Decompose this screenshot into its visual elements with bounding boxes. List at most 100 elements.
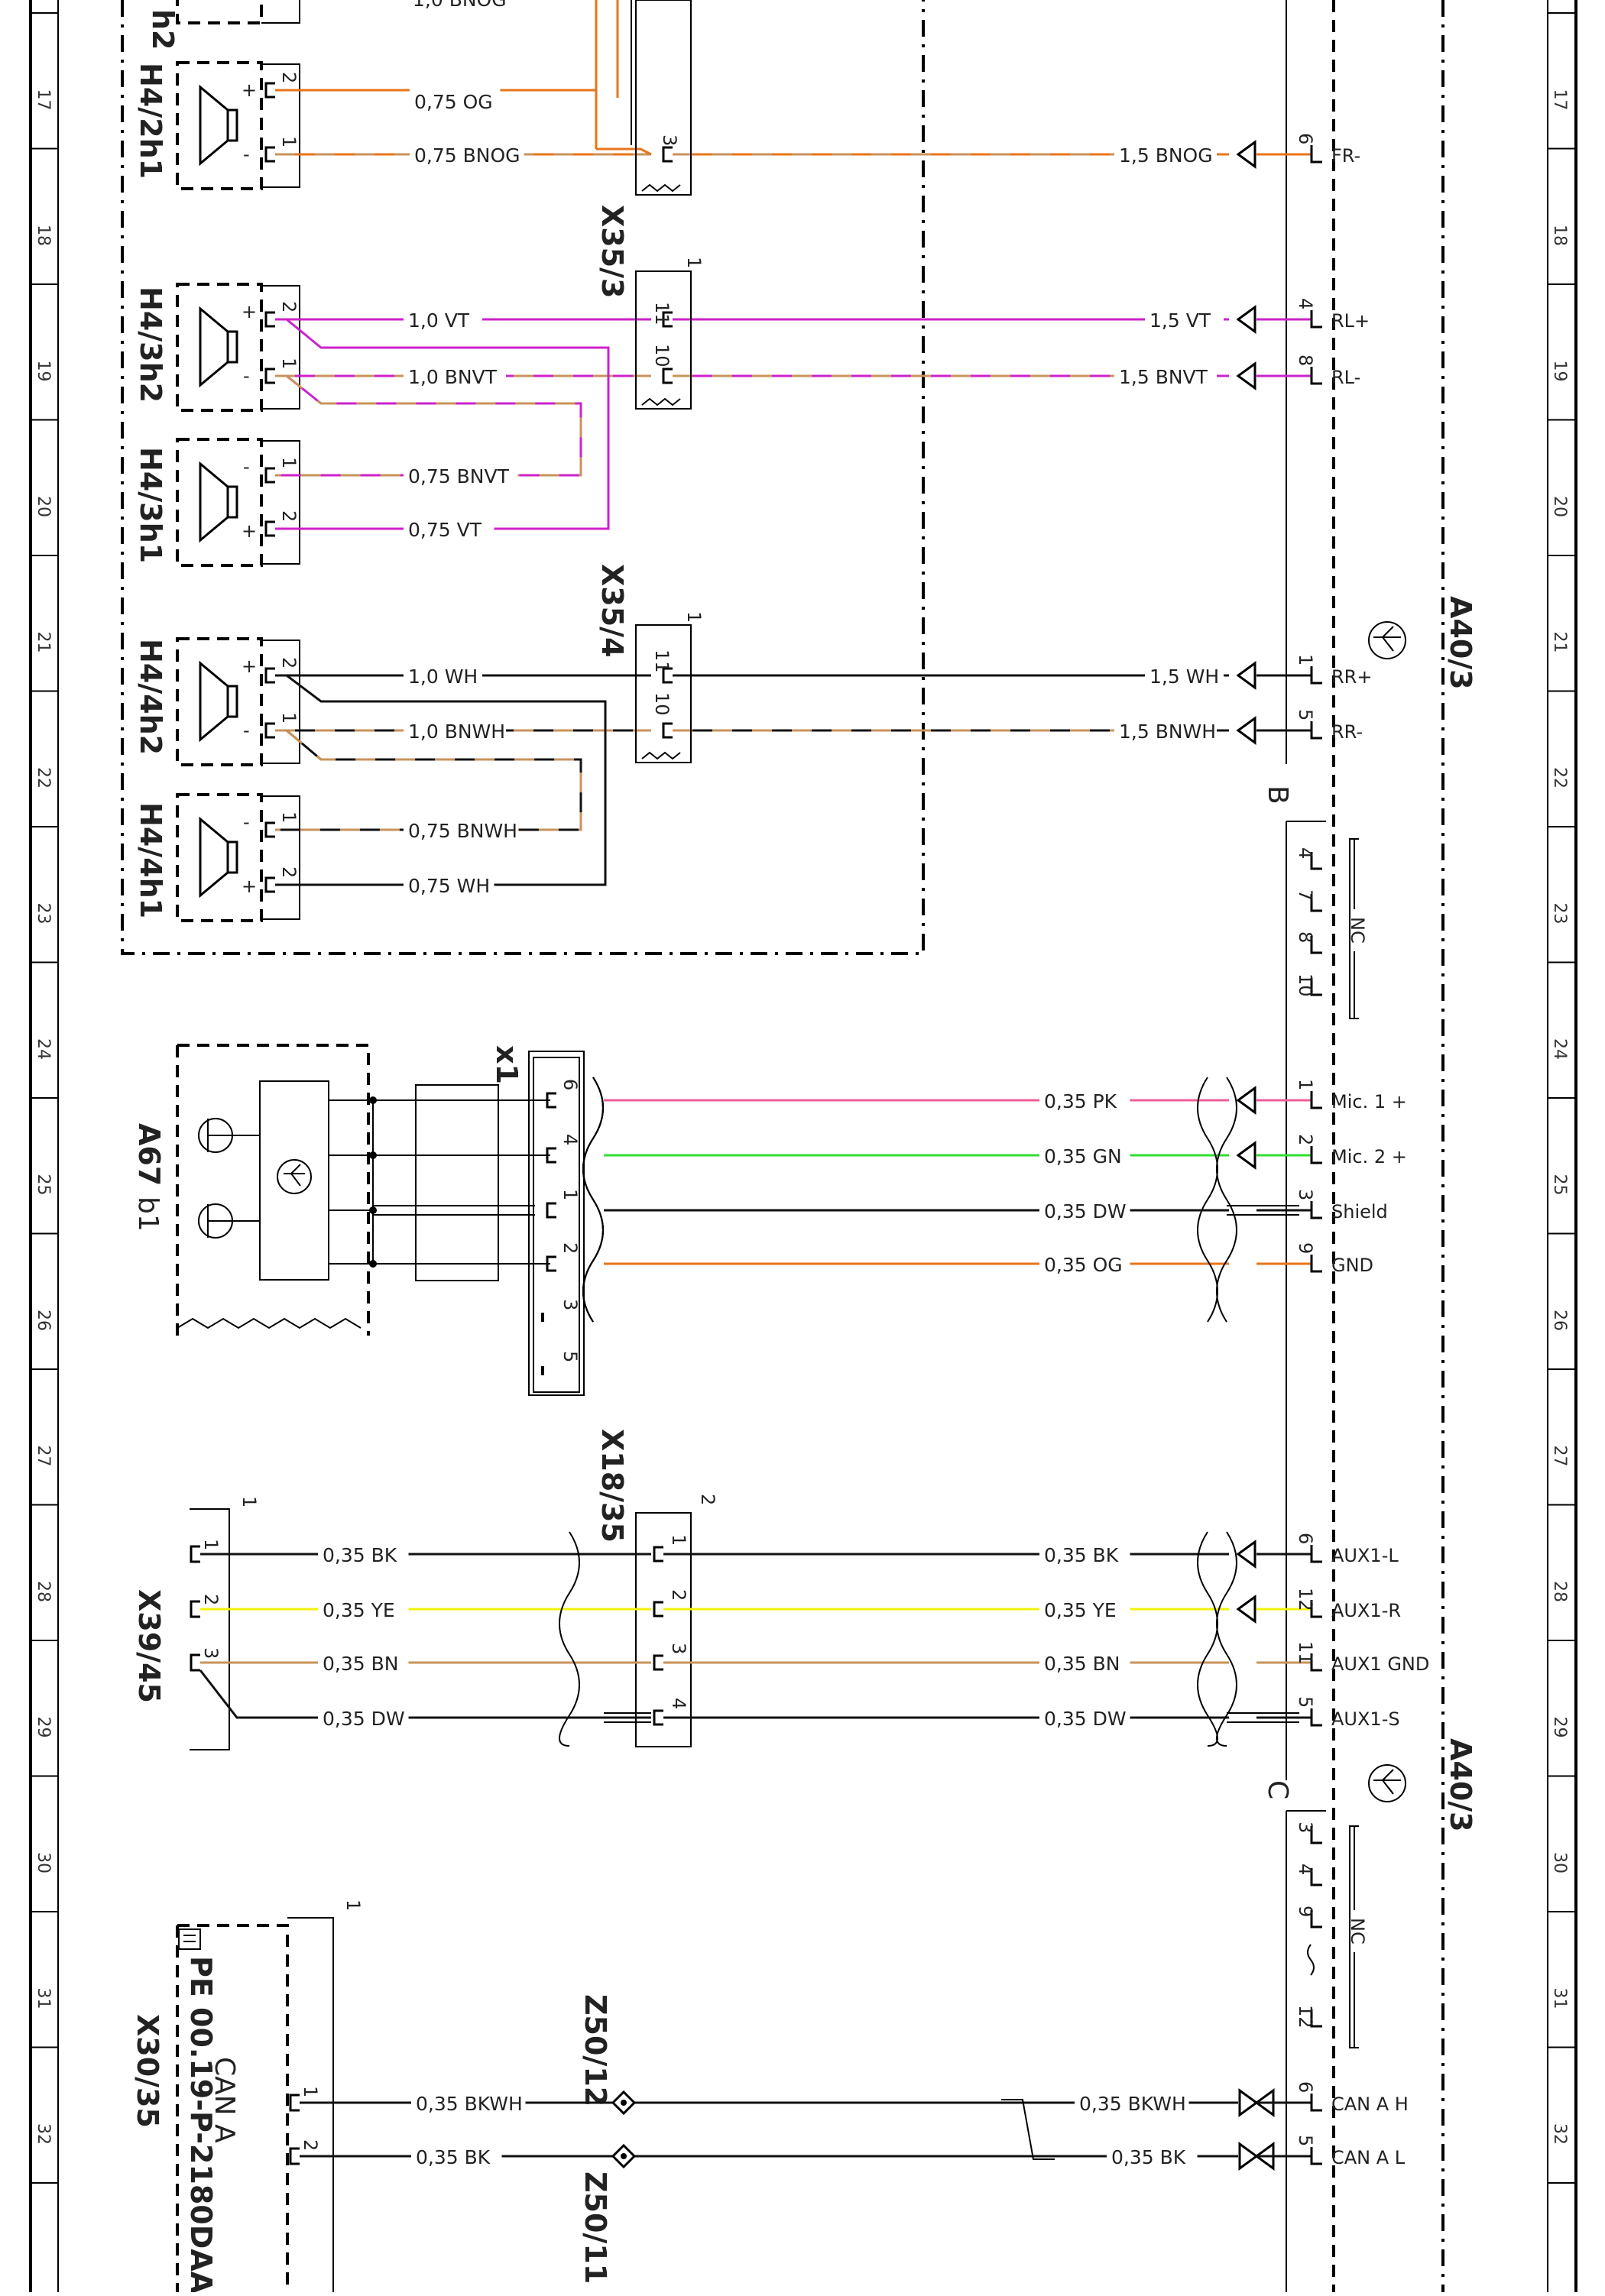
- pin-number: 1: [278, 712, 300, 724]
- wire-label-h4h2-wh: 1,0 WH: [408, 665, 478, 688]
- pin-number: 2: [668, 1589, 689, 1601]
- speaker-plus: +: [242, 79, 257, 101]
- svg-text:A67: A67: [132, 1123, 166, 1186]
- svg-text:b1: b1: [132, 1197, 164, 1232]
- wire-label-h4h1-bnwh: 0,75 BNWH: [408, 820, 517, 842]
- nc-bracket-c: C NC: [1262, 1780, 1368, 2048]
- speaker-outline: [176, 637, 263, 766]
- speaker-minus: -: [243, 456, 250, 478]
- pin-terminal: [190, 1653, 200, 1672]
- shield-wave-x18: [559, 1531, 580, 1747]
- wire-label-can-h-left-bg: [411, 2087, 526, 2110]
- signal-label-aux-l: AUX1-L: [1331, 1545, 1399, 1566]
- speaker-plus: +: [242, 876, 257, 897]
- mic-shield-loop: [415, 1084, 499, 1281]
- pin-terminal: [1310, 1091, 1322, 1109]
- svg-text:B: B: [1262, 785, 1293, 805]
- pin-terminal: [1310, 1600, 1322, 1618]
- wire-label-aux-r-left: 0,35 YE: [323, 1599, 395, 1621]
- wire-label-h3h2-bnvt: 1,0 BNVT: [408, 366, 498, 388]
- svg-text:1: 1: [683, 257, 705, 268]
- svg-text:1: 1: [683, 611, 705, 623]
- speaker-plus: +: [242, 301, 257, 322]
- pin-terminal: [1310, 1708, 1322, 1727]
- wire-label-h2h1-bnog-bg: [410, 139, 524, 162]
- wire-label-mic2: 0,35 GN: [1044, 1145, 1122, 1167]
- signal-label-rl-plus: RL+: [1331, 310, 1370, 332]
- speaker-cone-icon: [199, 306, 229, 388]
- twisted-pair-mark: [1001, 2099, 1055, 2160]
- pin-number: 1: [278, 457, 300, 468]
- wire-label-shield: 0,35 DW: [1044, 1200, 1127, 1222]
- speaker-terminal-block: [261, 440, 300, 565]
- speaker-h4-3h2: +-H4/3h2: [134, 283, 300, 412]
- pin-number: 6: [1295, 1533, 1316, 1544]
- signal-label-aux-gnd: AUX1 GND: [1331, 1653, 1429, 1675]
- wire-label-can-l-left-bg: [411, 2141, 502, 2164]
- shield-wave-right: [1197, 1077, 1218, 1323]
- pin-terminal-nc: [1310, 894, 1322, 912]
- connector-x18-35: X18/35 2: [595, 1429, 718, 1747]
- pin-terminal: [190, 1600, 200, 1618]
- shield-wave-left: [582, 1077, 604, 1323]
- pin-number: 1: [278, 811, 300, 823]
- pin-terminal: [662, 667, 673, 684]
- connector-arrow: [1236, 140, 1256, 169]
- speaker-blocks: +-H4/2h1+-H4/3h2+-H4/3h1+-H4/4h2+-H4/4h1: [134, 61, 300, 922]
- component-label-h4-3h1: H4/3h1: [134, 447, 167, 563]
- wire-label-fr-bnog-bg: [1114, 139, 1217, 162]
- svg-text:10: 10: [651, 344, 673, 368]
- pin-terminal: [264, 368, 275, 384]
- pin-number: 1: [1295, 1079, 1316, 1090]
- wire-label-rl-bnvt-bg: [1114, 361, 1217, 384]
- speaker-cone-icon: [199, 461, 229, 543]
- pin-number: 5: [1295, 1696, 1316, 1708]
- pin-terminal: [653, 1709, 663, 1726]
- pin-number: 4: [1295, 298, 1316, 309]
- pin-number: 2: [200, 1594, 222, 1605]
- row-number-left: 30: [34, 1852, 53, 1873]
- connector-x39-45: X39/45 1: [132, 1496, 260, 1750]
- wire-label-aux-l-left: 0,35 BK: [323, 1544, 397, 1566]
- pin-terminal: [1310, 2094, 1322, 2112]
- wire-label-h4h2-bnwh-bg: [404, 715, 506, 738]
- pin-number: 11: [1295, 1641, 1316, 1665]
- pin-terminal: [264, 311, 275, 328]
- row-number-right: 18: [1550, 225, 1569, 246]
- pin-number-nc: 12: [1295, 2005, 1316, 2029]
- connector-x35-3: X35/3 3 1 11 10: [595, 0, 705, 410]
- splice-z50-12: Z50/12: [579, 1994, 612, 2107]
- speaker-terminal-block: [261, 640, 300, 764]
- speaker-cone-icon: [199, 660, 229, 743]
- row-number-left: 25: [34, 1174, 53, 1196]
- pin-terminal-nc: [1310, 852, 1322, 870]
- pin-number: 1: [200, 1539, 222, 1550]
- pin-number: 6: [1295, 2081, 1316, 2093]
- wire-label-fr-bnog: 1,5 BNOG: [1119, 144, 1213, 167]
- row-number-left: 24: [34, 1038, 53, 1060]
- wire-label-can-l-right-bg: [1107, 2141, 1198, 2164]
- row-number-right: 22: [1550, 767, 1569, 789]
- wire-label-mic2-bg: [1039, 1140, 1130, 1163]
- pin-number: 4: [668, 1698, 689, 1709]
- component-label-h4-3h2: H4/3h2: [134, 287, 167, 403]
- pin-terminal: [653, 1601, 663, 1618]
- pin-terminal: [264, 520, 275, 537]
- row-number-left: 18: [34, 225, 53, 246]
- pin-terminal: [1310, 666, 1322, 685]
- connector-arrow: [1236, 1595, 1256, 1624]
- wire-label-h3h1-vt-bg: [404, 513, 494, 536]
- row-number-left: 17: [34, 89, 53, 111]
- pin-terminal: [1310, 1545, 1322, 1563]
- svg-text:X39/45: X39/45: [132, 1589, 166, 1703]
- pin-number: 12: [1295, 1588, 1316, 1611]
- row-number-left: 31: [34, 1988, 53, 2009]
- speaker-minus: -: [243, 144, 250, 165]
- row-number-right: 19: [1550, 361, 1569, 382]
- pin-terminal: [546, 1202, 556, 1219]
- wire-label-h3h1-bnvt-bg: [404, 460, 518, 483]
- wire-label-aux-gnd-right: 0,35 BN: [1044, 1653, 1120, 1675]
- component-label-top-fragment: h2: [146, 9, 180, 50]
- speaker-magnet: [226, 108, 238, 142]
